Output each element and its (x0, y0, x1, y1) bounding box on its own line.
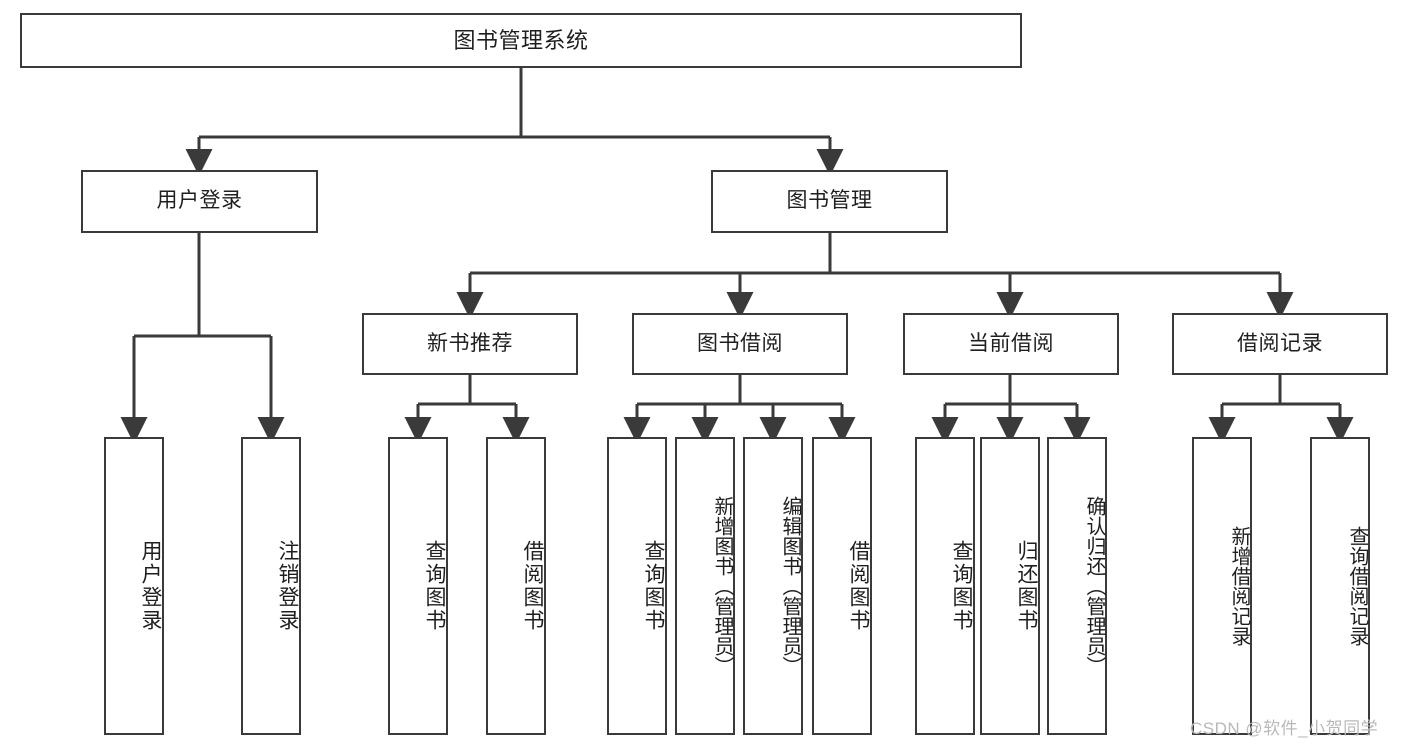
node-new-book-recommend[interactable]: 新书推荐 (362, 313, 578, 375)
leaf-book-borrow-borrow[interactable]: 借阅图书 (812, 437, 872, 735)
leaf-user-login-logout[interactable]: 注销登录 (241, 437, 301, 735)
leaf-book-borrow-query[interactable]: 查询图书 (607, 437, 667, 735)
node-borrow-record[interactable]: 借阅记录 (1172, 313, 1388, 375)
node-current-borrow[interactable]: 当前借阅 (903, 313, 1119, 375)
node-book-borrow[interactable]: 图书借阅 (632, 313, 848, 375)
leaf-borrow-record-add[interactable]: 新增借阅记录 (1192, 437, 1252, 735)
node-book-management[interactable]: 图书管理 (711, 170, 948, 233)
leaf-book-borrow-add[interactable]: 新增图书（管理员） (675, 437, 735, 735)
leaf-new-book-query[interactable]: 查询图书 (388, 437, 448, 735)
node-user-login[interactable]: 用户登录 (81, 170, 318, 233)
leaf-user-login-login[interactable]: 用户登录 (104, 437, 164, 735)
leaf-borrow-record-query[interactable]: 查询借阅记录 (1310, 437, 1370, 735)
leaf-new-book-borrow[interactable]: 借阅图书 (486, 437, 546, 735)
leaf-current-borrow-query[interactable]: 查询图书 (915, 437, 975, 735)
csdn-watermark: CSDN @软件_小贺同学 (1190, 719, 1379, 738)
node-root-system[interactable]: 图书管理系统 (20, 13, 1022, 68)
leaf-book-borrow-edit[interactable]: 编辑图书（管理员） (743, 437, 803, 735)
leaf-current-borrow-confirm-return[interactable]: 确认归还（管理员） (1047, 437, 1107, 735)
leaf-current-borrow-return[interactable]: 归还图书 (980, 437, 1040, 735)
